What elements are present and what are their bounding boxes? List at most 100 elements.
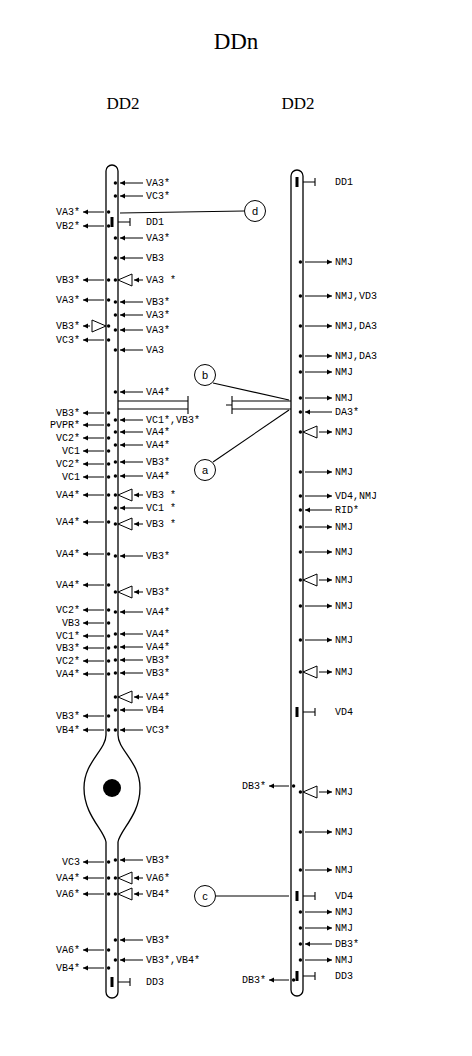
synapse-label: VA3 <box>146 345 164 356</box>
synapse-dot <box>299 396 302 399</box>
synapse-label: VD4,NMJ <box>335 491 377 502</box>
synapse-marker <box>299 909 332 914</box>
arrow-head <box>83 323 88 328</box>
gap-junction-bar <box>296 891 299 901</box>
arrow-head <box>327 925 332 930</box>
arrow-head <box>120 857 125 862</box>
synapse-label: VA3* <box>56 295 80 306</box>
synapse-marker <box>112 217 130 227</box>
synapse-marker <box>114 609 143 614</box>
arrow-head <box>134 277 139 282</box>
synapse-dot <box>107 210 110 213</box>
synapse-label: DB3* <box>335 939 359 950</box>
synapse-label: VA3 * <box>146 275 176 286</box>
arrow-head <box>327 829 332 834</box>
synapse-marker <box>299 353 332 358</box>
callout-circle: c <box>194 885 216 907</box>
arrow-head <box>305 507 310 512</box>
synapse-label: VB4* <box>56 725 80 736</box>
synapse-label: DA3* <box>335 407 359 418</box>
column-heading: DD2 <box>281 95 314 114</box>
synapse-label: NMJ <box>335 257 353 268</box>
synapse-dot <box>114 671 117 674</box>
column-heading: DD2 <box>106 95 139 114</box>
synapse-marker <box>114 312 143 317</box>
synapse-marker <box>83 658 110 663</box>
synapse-marker <box>83 582 110 587</box>
synapse-dot <box>114 728 117 731</box>
synapse-marker <box>299 925 332 930</box>
synapse-dot <box>299 942 302 945</box>
synapse-label: VB3 * <box>146 519 176 530</box>
gap-junction-symbol <box>303 972 315 980</box>
synapse-dot <box>107 449 110 452</box>
synapse-marker <box>114 489 143 501</box>
synapse-dot <box>299 670 302 673</box>
synapse-label: VB3 <box>62 618 80 629</box>
synapse-marker <box>299 603 332 608</box>
synapse-marker <box>83 891 110 896</box>
synapse-dot <box>107 411 110 414</box>
callout-letter: d <box>252 205 258 217</box>
arrow-head <box>327 789 332 794</box>
synapse-marker <box>114 429 143 434</box>
synapse-marker <box>114 255 143 260</box>
synapse-marker <box>83 645 110 650</box>
synapse-dot <box>114 460 117 463</box>
synapse-dot <box>107 860 110 863</box>
synapse-marker <box>83 607 110 612</box>
synapse-marker <box>299 369 332 374</box>
synapse-dot <box>114 194 117 197</box>
synapse-label: VB3* <box>146 655 170 666</box>
synapse-marker <box>83 474 110 479</box>
synapse-dot <box>292 784 295 787</box>
synapse-marker <box>83 620 110 625</box>
synapse-label: VA4* <box>146 387 170 398</box>
synapse-label: NMJ,DA3 <box>335 321 377 332</box>
synapse-marker <box>114 327 143 332</box>
synapse-label: NMJ <box>335 635 353 646</box>
synapse-label: VA6* <box>56 889 80 900</box>
synapse-dot <box>107 646 110 649</box>
synapse-label: VA4* <box>56 549 80 560</box>
synapse-label: VA4* <box>56 669 80 680</box>
gap-junction-symbol <box>118 218 130 226</box>
synapse-label: NMJ <box>335 427 353 438</box>
synapse-triangle <box>303 426 317 438</box>
synapse-label: VB3 * <box>146 490 176 501</box>
synapse-marker <box>83 965 110 970</box>
synapse-marker <box>83 551 110 556</box>
synapse-dot <box>114 522 117 525</box>
synapse-marker <box>83 320 110 332</box>
synapse-dot <box>114 430 117 433</box>
synapse-marker <box>114 937 143 942</box>
synapse-dot <box>299 324 302 327</box>
synapse-dot <box>114 554 117 557</box>
arrow-head <box>120 707 125 712</box>
synapse-dot <box>114 390 117 393</box>
arrow-head <box>120 553 125 558</box>
synapse-dot <box>107 659 110 662</box>
synapse-dot <box>114 938 117 941</box>
synapse-label: VA4* <box>146 642 170 653</box>
arrow-head <box>327 669 332 674</box>
synapse-marker <box>297 891 315 901</box>
synapse-marker <box>114 857 143 862</box>
synapse-dot <box>114 348 117 351</box>
synapse-dot <box>114 418 117 421</box>
synapse-label: PVPR* <box>50 420 80 431</box>
arrow-head <box>305 941 310 946</box>
synapse-marker <box>297 707 315 717</box>
synapse-marker <box>83 859 110 864</box>
synapse-dot <box>107 672 110 675</box>
arrow-head <box>327 369 332 374</box>
synapse-label: VC2* <box>56 605 80 616</box>
synapse-label: NMJ <box>335 907 353 918</box>
synapse-dot <box>107 436 110 439</box>
synapse-dot <box>114 695 117 698</box>
arrow-head <box>83 965 88 970</box>
synapse-label: VC1 * <box>146 503 176 514</box>
synapse-marker <box>299 259 332 264</box>
synapse-label: DB3* <box>242 975 266 986</box>
